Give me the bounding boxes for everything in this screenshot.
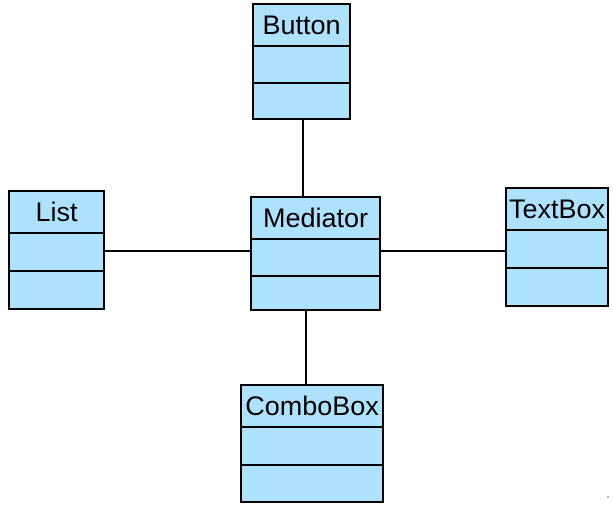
class-attributes-compartment-textbox <box>507 231 607 269</box>
class-name-mediator: Mediator <box>262 202 369 233</box>
class-name-list: List <box>35 196 78 227</box>
class-box-mediator[interactable]: Mediator <box>250 196 381 311</box>
class-name-button: Button <box>262 9 341 40</box>
class-name-textbox: TextBox <box>508 193 606 224</box>
class-box-list[interactable]: List <box>8 190 105 310</box>
class-operations-compartment-button <box>254 84 349 118</box>
stray-dot-artifact <box>607 496 609 498</box>
association-mediator-textbox[interactable] <box>380 250 506 252</box>
class-attributes-compartment-button <box>254 47 349 84</box>
class-box-textbox[interactable]: TextBox <box>505 187 609 307</box>
class-name-compartment-mediator: Mediator <box>252 198 379 240</box>
association-list-mediator[interactable] <box>104 250 251 252</box>
class-operations-compartment-mediator <box>252 277 379 309</box>
class-attributes-compartment-list <box>10 234 103 272</box>
class-box-combobox[interactable]: ComboBox <box>240 384 384 503</box>
class-name-compartment-button: Button <box>254 5 349 47</box>
class-attributes-compartment-combobox <box>242 428 382 466</box>
class-attributes-compartment-mediator <box>252 240 379 277</box>
class-operations-compartment-combobox <box>242 466 382 501</box>
association-mediator-combobox[interactable] <box>305 310 307 385</box>
association-button-mediator[interactable] <box>302 120 304 196</box>
class-name-compartment-textbox: TextBox <box>507 189 607 231</box>
class-name-combobox: ComboBox <box>245 390 379 421</box>
class-name-compartment-combobox: ComboBox <box>242 386 382 428</box>
class-operations-compartment-textbox <box>507 269 607 305</box>
class-name-compartment-list: List <box>10 192 103 234</box>
class-box-button[interactable]: Button <box>252 3 351 120</box>
class-operations-compartment-list <box>10 272 103 308</box>
